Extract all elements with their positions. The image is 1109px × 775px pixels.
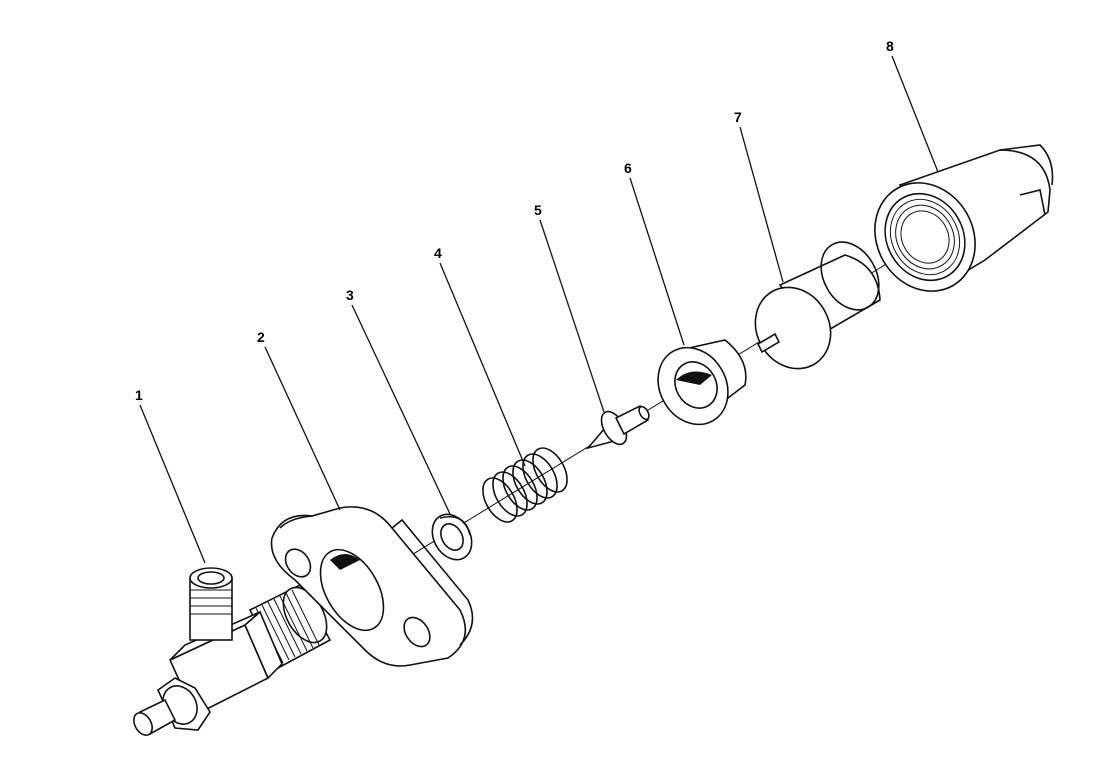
part-1-fitting-body: [133, 567, 332, 736]
leader-1: [139, 404, 206, 564]
leader-5: [539, 219, 605, 413]
callout-5: 5: [534, 202, 542, 218]
part-3-washer: [431, 513, 473, 561]
part-7-cylinder: [754, 241, 881, 370]
callout-3: 3: [346, 287, 354, 303]
callout-8: 8: [886, 38, 894, 54]
callout-6: 6: [624, 160, 632, 176]
callout-2: 2: [257, 329, 265, 345]
part-5-valve: [585, 404, 650, 450]
part-8-cap-nut: [874, 144, 1054, 292]
callout-4: 4: [434, 245, 442, 261]
leader-3: [351, 304, 451, 515]
leader-lines: [139, 55, 939, 564]
leader-7: [739, 126, 784, 283]
leader-8: [891, 55, 939, 173]
leader-2: [264, 346, 341, 511]
leader-6: [629, 177, 685, 346]
callout-1: 1: [135, 387, 143, 403]
part-2-flange-gasket: [270, 506, 474, 667]
leader-4: [439, 262, 526, 467]
part-4-spring: [482, 447, 568, 523]
callout-7: 7: [734, 109, 742, 125]
callout-labels: 1 2 3 4 5 6 7 8: [135, 38, 894, 403]
part-6-valve-seat: [657, 339, 747, 426]
